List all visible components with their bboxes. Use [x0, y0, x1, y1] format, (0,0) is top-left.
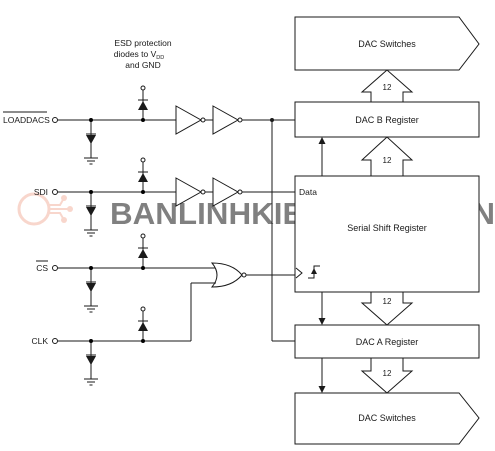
dac-switches-top-label: DAC Switches [358, 39, 416, 49]
bus-width-label-top: 12 [383, 83, 392, 92]
pin-label-clk: CLK [31, 336, 48, 346]
control-arrow-switches [318, 358, 326, 393]
diode-down-icon [86, 356, 96, 365]
control-arrow-b [318, 137, 326, 176]
junction-dot [141, 190, 145, 194]
control-arrow-a [318, 292, 326, 325]
diode-down-icon [86, 135, 96, 144]
dac-switches-top-block: DAC Switches [294, 16, 480, 71]
vdd-terminal [140, 85, 146, 91]
esd-note-vdd-subscript: DD [156, 55, 164, 61]
diode-up-icon [138, 322, 148, 331]
pin-label-sdi: SDI [34, 187, 48, 197]
bus-width-label-a: 12 [383, 297, 392, 306]
pin-sdi [52, 189, 58, 195]
buffer-loaddacs-2 [212, 105, 240, 135]
junction-dot [89, 266, 93, 270]
esd-note-line2-text: diodes to V [114, 49, 157, 59]
bus-arrow-bottom: 12 [360, 357, 414, 394]
bubble-loaddacs-2 [237, 117, 243, 123]
dac-b-register-block: DAC B Register [294, 101, 480, 138]
serial-shift-register-label: Serial Shift Register [347, 223, 427, 233]
esd-note-line3: and GND [125, 60, 160, 70]
bus-width-label-bottom: 12 [383, 369, 392, 378]
esd-note-line1: ESD protection [114, 38, 171, 48]
diode-down-icon [86, 207, 96, 216]
or-gate [210, 262, 243, 288]
bus-width-label-b: 12 [383, 156, 392, 165]
junction-dot [141, 339, 145, 343]
pin-clk [52, 338, 58, 344]
pin-loaddacs [52, 117, 58, 123]
loaddacs-path [58, 105, 295, 342]
vdd-terminal [140, 157, 146, 163]
junction-dot [89, 118, 93, 122]
bubble-sdi-1 [200, 189, 206, 195]
serial-shift-register-block: Serial Shift Register Data [294, 175, 480, 293]
esd-diodes [84, 85, 148, 386]
dac-b-register-label: DAC B Register [355, 115, 419, 125]
junction-dot [89, 339, 93, 343]
data-input-label: Data [299, 187, 317, 197]
bus-arrow-top: 12 [360, 69, 414, 103]
bus-arrow-a: 12 [360, 291, 414, 326]
dac-a-register-block: DAC A Register [294, 324, 480, 359]
esd-note-line2: diodes to VDD [114, 49, 165, 61]
clock-edge-symbol [295, 267, 303, 279]
cs-path [58, 262, 295, 342]
diode-up-icon [138, 173, 148, 182]
buffer-sdi-1 [175, 177, 203, 207]
diode-down-icon [86, 283, 96, 292]
junction-dot [141, 118, 145, 122]
dac-switches-bottom-block: DAC Switches [294, 392, 480, 445]
pin-cs [52, 265, 58, 271]
junction-dot [141, 266, 145, 270]
watermark-circuit-icon [17, 192, 73, 226]
buffer-loaddacs-1 [175, 105, 203, 135]
diode-up-icon [138, 101, 148, 110]
or-gate-bubble [241, 272, 247, 278]
esd-note: ESD protection diodes to VDD and GND [114, 38, 172, 70]
bus-arrow-b: 12 [360, 136, 414, 177]
buffer-sdi-2 [212, 177, 240, 207]
pin-label-cs: CS [36, 263, 48, 273]
bubble-sdi-2 [237, 189, 243, 195]
diode-up-icon [138, 249, 148, 258]
dac-switches-bottom-label: DAC Switches [358, 413, 416, 423]
vdd-terminal [140, 233, 146, 239]
pin-label-loaddacs: LOADDACS [3, 115, 50, 125]
dac-a-register-label: DAC A Register [356, 337, 419, 347]
vdd-terminal [140, 306, 146, 312]
junction-dot [89, 190, 93, 194]
bubble-loaddacs-1 [200, 117, 206, 123]
sdi-path [58, 177, 295, 207]
